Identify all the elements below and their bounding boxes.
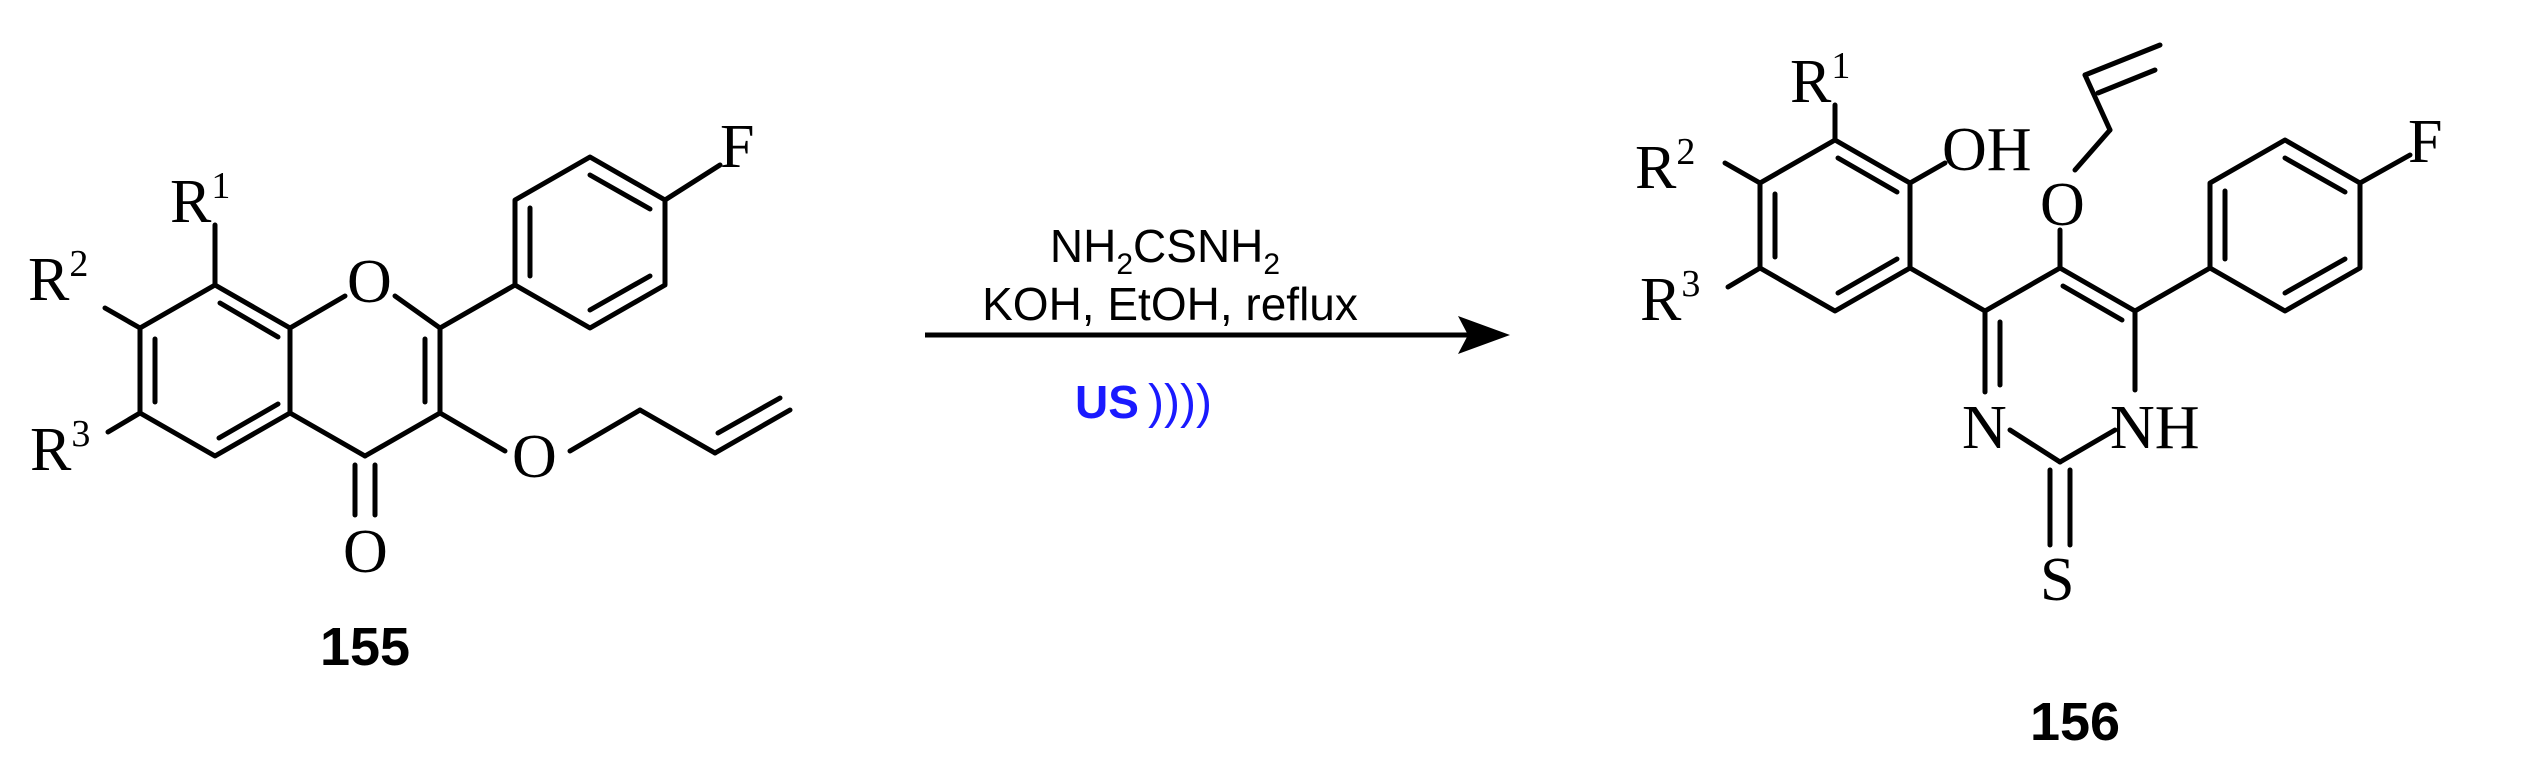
- r2-label: R2: [1635, 131, 1695, 202]
- r3-label: R3: [30, 413, 90, 484]
- ether-oxygen-label: O: [2040, 171, 2085, 239]
- r3-label: R3: [1640, 263, 1700, 334]
- r2-label: R2: [28, 243, 88, 314]
- carbonyl-oxygen-label: O: [343, 518, 388, 586]
- ring-nitrogen-label: N: [1962, 394, 2007, 462]
- ultrasound-waves: )))): [1148, 376, 1212, 429]
- sulfur-label: S: [2040, 546, 2074, 614]
- r1-label: R1: [170, 165, 230, 236]
- compound-156: R1 R2 R3 OH O F N NH S 156: [1635, 42, 2442, 752]
- ring-oxygen-label: O: [347, 248, 392, 316]
- phenol-ring: [1722, 102, 1948, 314]
- r1-label: R1: [1790, 45, 1850, 116]
- compound-number-155: 155: [320, 617, 410, 677]
- compound-number-156: 156: [2030, 692, 2120, 752]
- pyrimidine-ring: [1907, 265, 2138, 548]
- fluorine-label: F: [720, 113, 754, 181]
- ultrasound-label: US: [1075, 376, 1139, 428]
- compound-155: R1 R2 R3 O O O F 155: [28, 113, 793, 677]
- ring-nh-label: NH: [2110, 394, 2200, 462]
- fluorophenyl-right: [2132, 137, 2413, 314]
- pyranone-ring: [287, 293, 443, 518]
- reagent-thiourea: NH2CSNH2: [1050, 220, 1280, 281]
- arrow-head: [1458, 316, 1510, 354]
- ether-oxygen-label: O: [512, 423, 557, 491]
- reaction-conditions: NH2CSNH2 KOH, EtOH, reflux US )))): [925, 220, 1510, 429]
- fluorophenyl-left: [437, 154, 723, 331]
- hydroxyl-label: OH: [1942, 116, 2032, 184]
- reagent-base-solvent: KOH, EtOH, reflux: [982, 278, 1358, 330]
- benzo-ring-left: [137, 282, 293, 459]
- fluorine-label: F: [2408, 108, 2442, 176]
- allyloxy-left: [437, 395, 793, 456]
- allyloxy-right: [2057, 42, 2163, 271]
